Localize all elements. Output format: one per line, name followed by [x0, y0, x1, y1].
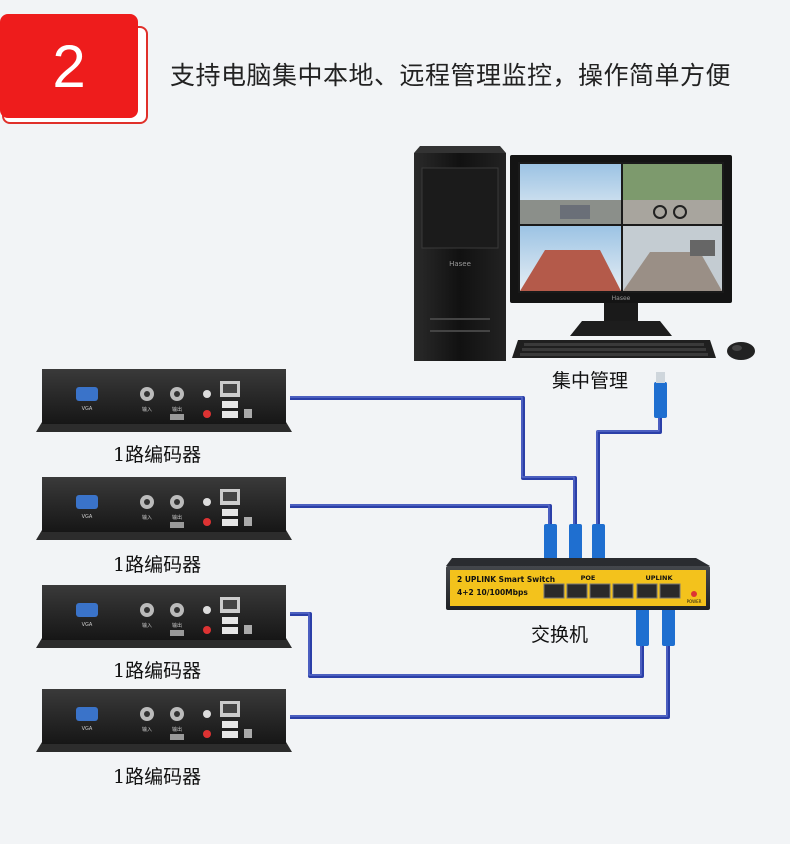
svg-text:输出: 输出 [172, 622, 182, 629]
pc-label: 集中管理 [552, 366, 628, 393]
network-cables [290, 398, 668, 717]
svg-text:POWER: POWER [687, 599, 702, 604]
svg-text:VGA: VGA [82, 726, 93, 732]
switch-label: 交换机 [531, 620, 588, 647]
pc-tower: Hasee [414, 146, 506, 361]
keyboard [512, 340, 716, 358]
encoder-3-label: 1路编码器 [113, 656, 201, 683]
encoder-1-label: 1路编码器 [113, 440, 201, 467]
cable-encoder-3 [290, 614, 642, 676]
svg-text:输入: 输入 [142, 406, 152, 413]
svg-text:VGA: VGA [82, 622, 93, 628]
encoder-2: VGA 输入 输出 [36, 477, 292, 540]
svg-text:VGA: VGA [82, 406, 93, 412]
encoder-1: VGA 输入 输出 [36, 369, 292, 432]
svg-text:4+2 10/100Mbps: 4+2 10/100Mbps [457, 588, 528, 597]
svg-text:POE: POE [581, 574, 596, 582]
encoder-4-label: 1路编码器 [113, 762, 201, 789]
svg-text:输出: 输出 [172, 726, 182, 733]
vga-port [76, 387, 98, 401]
rj45-plug-pc [654, 372, 667, 418]
svg-text:输入: 输入 [142, 726, 152, 733]
svg-text:Hasee: Hasee [612, 295, 631, 302]
encoder-2-label: 1路编码器 [113, 550, 201, 577]
svg-text:2 UPLINK Smart Switch: 2 UPLINK Smart Switch [457, 575, 555, 584]
encoder-3: VGA 输入 输出 [36, 585, 292, 648]
network-switch: 2 UPLINK Smart Switch 4+2 10/100Mbps POE… [446, 558, 710, 610]
svg-text:UPLINK: UPLINK [645, 574, 673, 582]
svg-text:Hasee: Hasee [449, 260, 471, 268]
cable-encoder-1 [290, 398, 575, 530]
monitor-camera-grid [520, 164, 722, 291]
mouse [727, 342, 755, 360]
svg-text:输出: 输出 [172, 514, 182, 521]
svg-text:输入: 输入 [142, 622, 152, 629]
cable-encoder-2 [290, 506, 550, 530]
cable-pc [598, 400, 660, 530]
encoder-4: VGA 输入 输出 [36, 689, 292, 752]
cable-encoder-4 [290, 640, 668, 717]
pc-monitor: Hasee [510, 155, 732, 336]
svg-text:VGA: VGA [82, 514, 93, 520]
svg-text:输出: 输出 [172, 406, 182, 413]
svg-text:输入: 输入 [142, 514, 152, 521]
